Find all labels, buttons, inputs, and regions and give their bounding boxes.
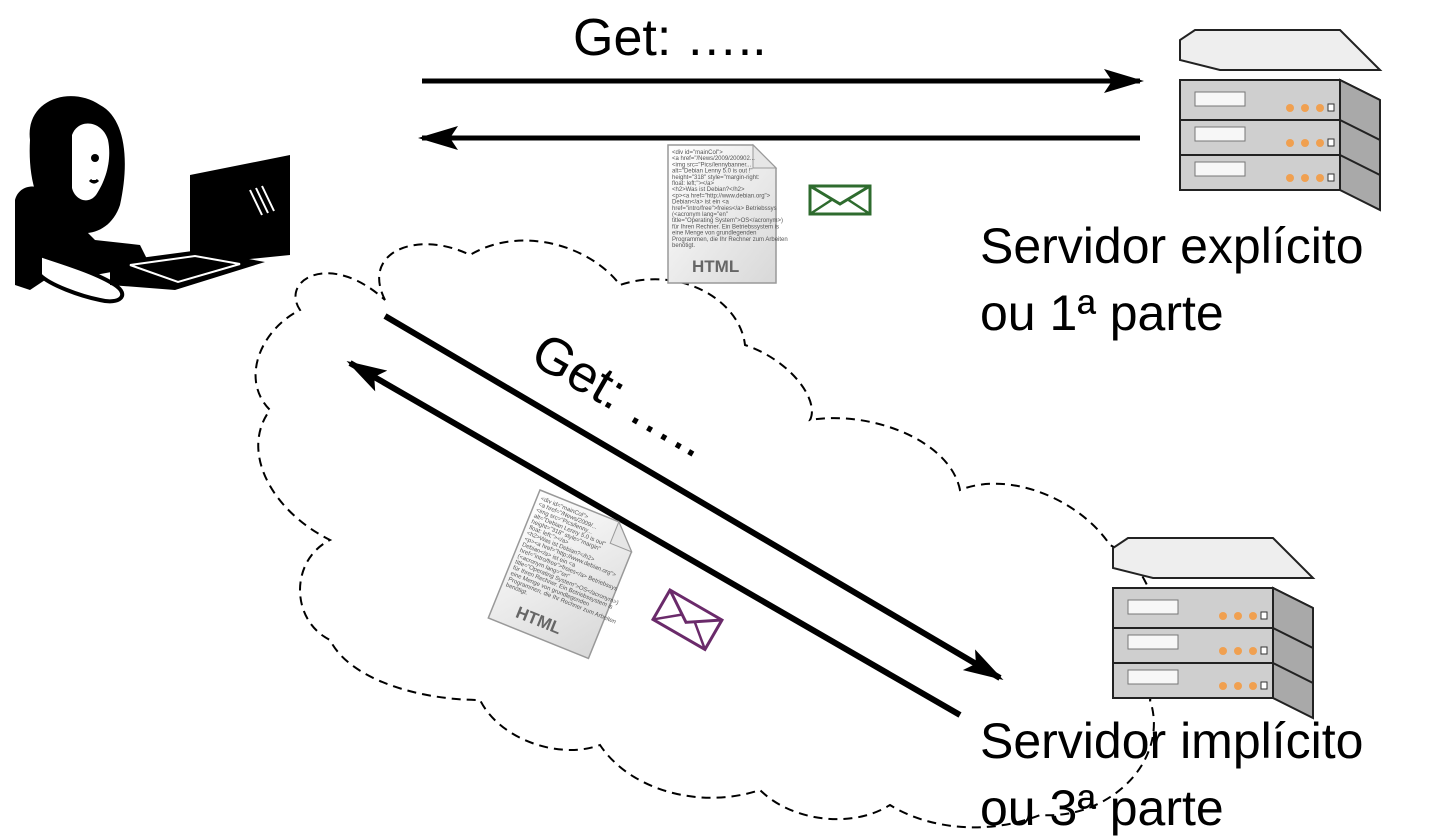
third-party-server-icon [1112,537,1316,719]
html-code-line: für Ihren Rechner. Ein Betriebssystem is [672,224,779,230]
html-code-line: <a href="/News/2009/200902... [672,156,755,162]
first-party-server-label-line1: Servidor explícito [980,218,1364,274]
third-party-server-label-line1: Servidor implícito [980,713,1363,769]
html-code-lines-top: <div id="mainCol"><a href="/News/2009/20… [672,150,788,249]
html-code-line: float: left;"></a> [672,181,714,187]
html-code-line: <h2>Was ist Debian?</h2> [672,187,745,193]
html-code-line: (<acronym lang="en" [672,212,728,218]
first-party-server-label-line2: ou 1ª parte [980,285,1224,341]
html-code-line: <p><a href="http://www.debian.org"> [672,193,771,199]
html-code-line: height="318" style="margin-right: [672,175,760,181]
html-code-line: benötigt. [672,243,695,249]
response-arrow-bottom [346,360,962,718]
html-code-line: <div id="mainCol"> [672,150,723,156]
html-code-line: eine Menge von grundlegenden [672,231,756,237]
envelope-icon-bottom [650,587,725,652]
request-arrow-bottom [383,313,1004,681]
html-code-line: href="intro/free">freies</a> Betriebssys [672,206,777,212]
request-label-bottom: Get: ….. [522,322,719,469]
html-code-line: alt="Debian Lenny 5.0 is out !" [672,169,752,175]
user-at-computer-icon [15,96,290,304]
html-document-icon-bottom: <div id="mainCol"><a href="/News/2009/..… [487,489,633,660]
first-party-server-icon [1179,29,1383,211]
html-document-icon-top: <div id="mainCol"><a href="/News/2009/20… [667,143,788,284]
envelope-icon-top [808,184,872,216]
html-badge-top: HTML [692,257,739,276]
third-party-cloud [254,239,1161,829]
html-code-line: <img src="Pics/lennybanner... [672,162,752,168]
html-code-line: Programmen, die Ihr Rechner zum Arbeiten [672,237,788,243]
third-party-server-label-line2: ou 3ª parte [980,780,1224,836]
request-label-top: Get: ….. [573,9,767,67]
html-code-line: Debian</a> ist ein <a [672,200,730,206]
html-code-line: title="Operating System">OS</acronym>) [672,218,783,224]
